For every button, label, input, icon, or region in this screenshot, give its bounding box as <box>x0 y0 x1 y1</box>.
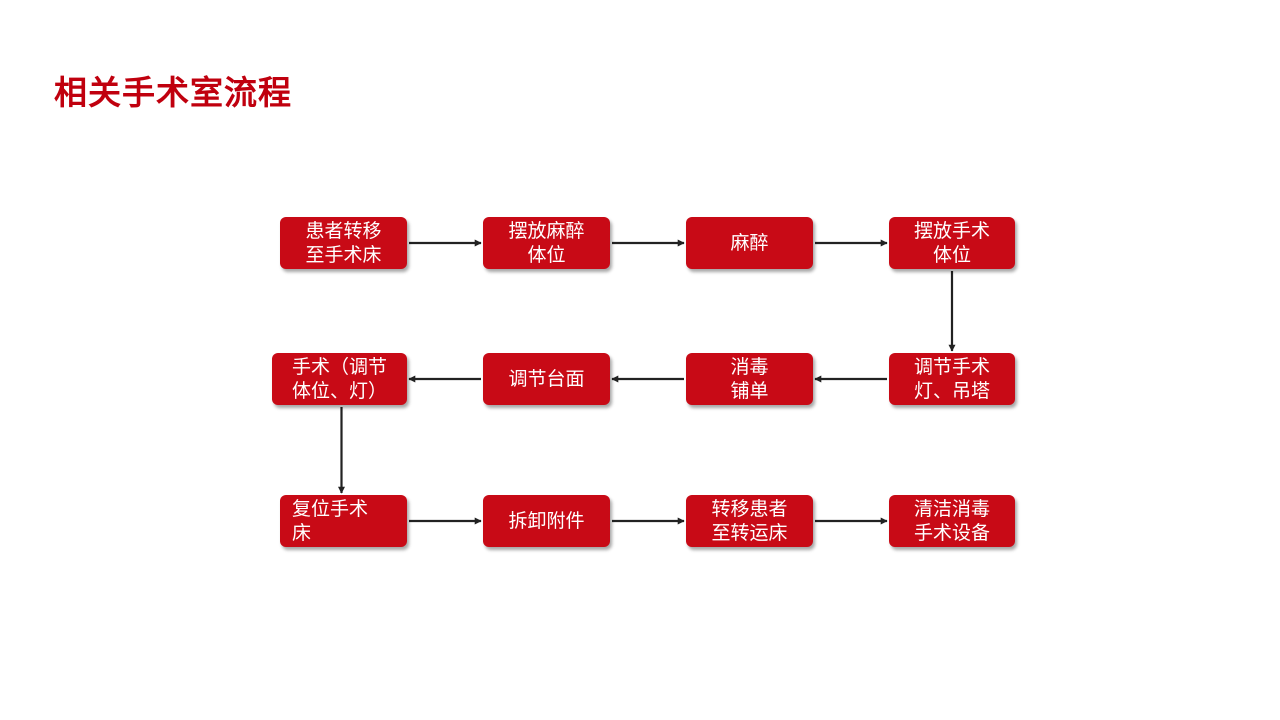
step-label: 铺单 <box>730 380 769 402</box>
step-transfer-to-gurney: 转移患者 至转运床 <box>686 495 813 547</box>
step-label: 摆放手术 <box>913 220 990 242</box>
step-anesthesia-positioning: 摆放麻醉 体位 <box>483 217 610 269</box>
step-label: 至转运床 <box>711 522 788 544</box>
step-adjust-tabletop: 调节台面 <box>483 353 610 405</box>
step-label: 床 <box>292 522 312 544</box>
step-label: 复位手术 <box>292 498 369 520</box>
page-title: 相关手术室流程 <box>54 73 292 112</box>
step-label: 调节台面 <box>508 368 585 390</box>
step-clean-disinfect-equipment: 清洁消毒 手术设备 <box>889 495 1015 547</box>
step-patient-transfer-to-table: 患者转移 至手术床 <box>280 217 407 269</box>
step-label: 灯、吊塔 <box>913 380 990 402</box>
step-label: 患者转移 <box>305 220 382 242</box>
step-anesthesia: 麻醉 <box>686 217 813 269</box>
step-label: 拆卸附件 <box>508 510 585 532</box>
step-reset-table: 复位手术 床 <box>280 495 407 547</box>
step-label: 消毒 <box>730 356 769 378</box>
step-label: 麻醉 <box>730 232 769 254</box>
step-label: 清洁消毒 <box>913 498 990 520</box>
step-label: 转移患者 <box>711 498 788 520</box>
step-label: 摆放麻醉 <box>508 220 585 242</box>
step-label: 手术（调节 <box>291 356 387 378</box>
step-label: 手术设备 <box>913 522 990 544</box>
step-label: 体位、灯） <box>291 380 387 402</box>
step-label: 体位 <box>932 244 971 266</box>
step-label: 体位 <box>527 244 566 266</box>
step-disinfect-drape: 消毒 铺单 <box>686 353 813 405</box>
step-remove-attachments: 拆卸附件 <box>483 495 610 547</box>
step-surgery: 手术（调节 体位、灯） <box>272 353 407 405</box>
step-label: 至手术床 <box>305 244 382 266</box>
step-adjust-lights-pendant: 调节手术 灯、吊塔 <box>889 353 1015 405</box>
step-surgical-positioning: 摆放手术 体位 <box>889 217 1015 269</box>
step-label: 调节手术 <box>913 356 990 378</box>
